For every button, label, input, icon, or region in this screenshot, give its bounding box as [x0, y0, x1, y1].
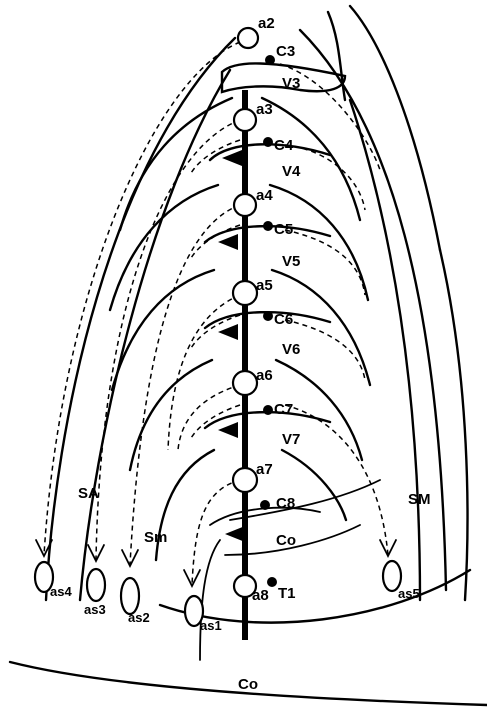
label-as5: as5 — [398, 586, 420, 601]
arrowhead-v7 — [218, 422, 238, 438]
arch-c8 — [210, 508, 320, 525]
ring-a6 — [233, 371, 257, 395]
dot-c6 — [263, 311, 273, 321]
arrowhead-v4 — [222, 150, 242, 166]
label-a4: a4 — [256, 187, 273, 204]
ring-a4 — [234, 194, 256, 216]
label-as2: as2 — [128, 610, 150, 625]
label-as1: as1 — [200, 618, 222, 633]
label-t1: T1 — [278, 585, 296, 602]
ring-a7 — [233, 468, 257, 492]
label-a8: a8 — [252, 587, 269, 604]
path-c7-as5 — [285, 405, 388, 555]
dot-c5 — [263, 221, 273, 231]
label-v4: V4 — [282, 163, 301, 180]
upper-right-line-b — [350, 6, 440, 250]
label-a3: a3 — [256, 101, 273, 118]
dot-c3 — [265, 55, 275, 65]
outer-contour-left — [46, 38, 235, 600]
arrowhead-v5 — [218, 234, 238, 250]
label-c4: C4 — [274, 137, 294, 154]
rib-left-2 — [110, 185, 218, 310]
label-co-bottom: Co — [238, 676, 258, 693]
label-a5: a5 — [256, 277, 273, 294]
label-c5: C5 — [274, 221, 293, 238]
dot-c4 — [263, 137, 273, 147]
dot-t1 — [267, 577, 277, 587]
path-a4-as2 — [130, 205, 240, 565]
label-sa: SA — [78, 485, 99, 502]
rib-right-1 — [262, 98, 360, 220]
label-c7: C7 — [274, 401, 293, 418]
path-a2-as4 — [44, 42, 240, 555]
rib-left-6 — [200, 540, 220, 660]
label-as3: as3 — [84, 602, 106, 617]
label-c3: C3 — [276, 43, 295, 60]
dot-c8 — [260, 500, 270, 510]
label-v5: V5 — [282, 253, 300, 270]
label-co-inner: Co — [276, 532, 296, 549]
label-v3: V3 — [282, 75, 300, 92]
label-as4: as4 — [50, 584, 72, 599]
label-a2: a2 — [258, 15, 275, 32]
ring-a2 — [238, 28, 258, 48]
oval-as2 — [121, 578, 139, 614]
oval-as3 — [87, 569, 105, 601]
label-v6: V6 — [282, 341, 300, 358]
ring-a3 — [234, 109, 256, 131]
label-sm-upper: SM — [408, 491, 431, 508]
dot-c7 — [263, 405, 273, 415]
label-a7: a7 — [256, 461, 273, 478]
path-a6-left — [178, 385, 240, 450]
rib-right-2 — [270, 185, 368, 300]
label-c8: C8 — [276, 495, 295, 512]
label-v7: V7 — [282, 431, 300, 448]
ring-a5 — [233, 281, 257, 305]
label-a6: a6 — [256, 367, 273, 384]
label-c6: C6 — [274, 311, 293, 328]
label-sm-lower: Sm — [144, 529, 167, 546]
arrowhead-v6 — [218, 324, 238, 340]
